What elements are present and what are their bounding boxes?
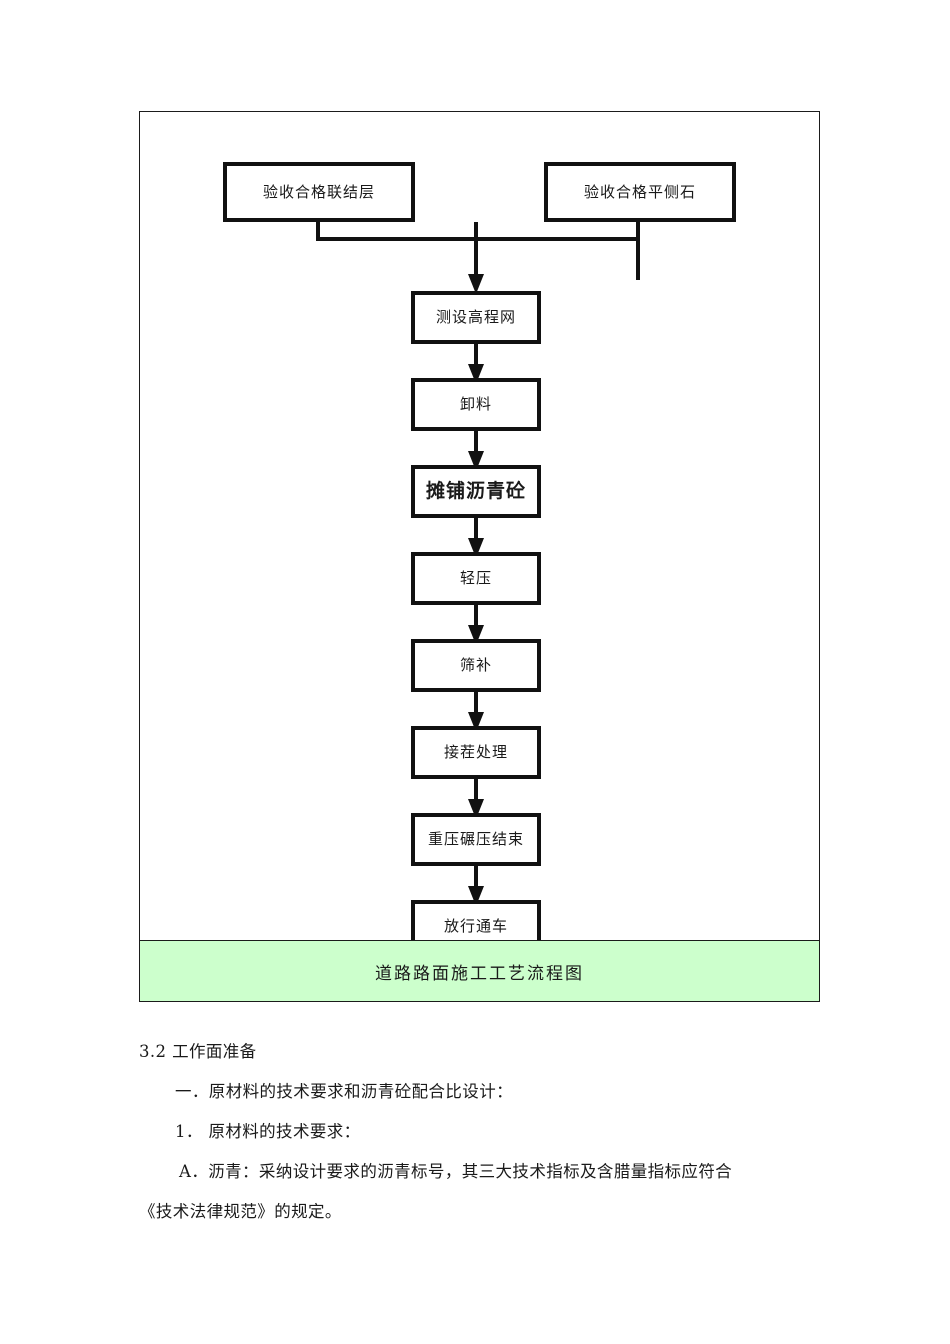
arrowhead-3 — [468, 538, 484, 558]
node-label: 测设高程网 — [435, 308, 516, 326]
node-label: 筛补 — [459, 656, 492, 674]
paragraph-item-a-line2: 《技术法律规范》的规定。 — [139, 1202, 342, 1221]
node-label: 摊铺沥青砼 — [425, 480, 526, 502]
arrowhead-to-survey — [468, 274, 484, 294]
node-survey-elevation-net[interactable]: 测设高程网 — [411, 291, 541, 344]
flowchart-connectors — [316, 222, 640, 906]
node-label: 放行通车 — [443, 917, 508, 935]
node-label: 验收合格平侧石 — [583, 182, 696, 201]
node-label: 验收合格联结层 — [262, 182, 375, 201]
arrowhead-5 — [468, 712, 484, 732]
arrowhead-4 — [468, 625, 484, 645]
arrowhead-1 — [468, 364, 484, 384]
node-light-compaction[interactable]: 轻压 — [411, 552, 541, 605]
document-body: 3.2 工作面准备 一．原材料的技术要求和沥青砼配合比设计： 1． 原材料的技术… — [139, 1032, 839, 1232]
node-joint-treatment[interactable]: 接茬处理 — [411, 726, 541, 779]
paragraph-item-one-one: 1． 原材料的技术要求： — [175, 1122, 361, 1141]
arrowhead-7 — [468, 886, 484, 906]
node-screen-patch[interactable]: 筛补 — [411, 639, 541, 692]
node-label: 接茬处理 — [443, 743, 508, 761]
node-inspect-bond-layer[interactable]: 验收合格联结层 — [223, 162, 415, 222]
node-label: 卸料 — [459, 395, 492, 413]
node-heavy-rolling-finish[interactable]: 重压碾压结束 — [411, 813, 541, 866]
node-unload-material[interactable]: 卸料 — [411, 378, 541, 431]
arrowhead-6 — [468, 799, 484, 819]
node-inspect-curb-stone[interactable]: 验收合格平侧石 — [544, 162, 736, 222]
paragraph-section-heading: 3.2 工作面准备 — [139, 1042, 257, 1061]
figure-caption-bar: 道路路面施工工艺流程图 — [140, 940, 819, 1001]
flowchart-figure-frame: 验收合格联结层 验收合格平侧石 测设高程网 卸料 摊铺沥青砼 轻压 筛补 接茬处… — [139, 111, 820, 1002]
figure-caption-text: 道路路面施工工艺流程图 — [375, 963, 584, 984]
node-label: 轻压 — [459, 569, 492, 587]
arrowhead-2 — [468, 451, 484, 471]
paragraph-item-a-line1: A．沥青：采纳设计要求的沥青标号，其三大技术指标及含腊量指标应符合 — [179, 1162, 733, 1181]
node-pave-asphalt-concrete[interactable]: 摊铺沥青砼 — [411, 465, 541, 518]
paragraph-item-one: 一．原材料的技术要求和沥青砼配合比设计： — [175, 1082, 513, 1101]
node-label: 重压碾压结束 — [427, 830, 524, 848]
